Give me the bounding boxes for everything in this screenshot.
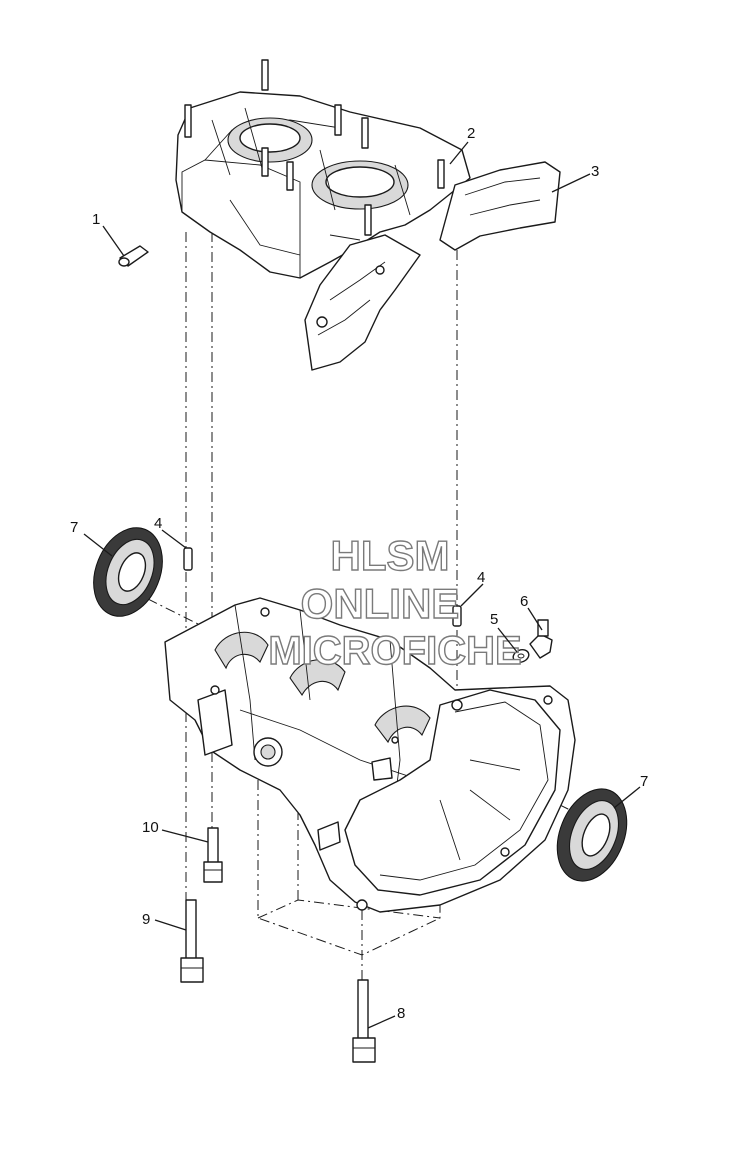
drain-plug-6 [529,619,553,659]
callout-5: 5 [490,611,498,628]
callout-7-right: 7 [640,773,648,790]
callout-6: 6 [520,593,528,610]
bolt-10 [203,827,223,883]
watermark-line-1: HLSM [331,532,450,579]
dowel-pin-4-left [183,547,193,571]
dowel-pin-4-right [452,605,462,627]
watermark-line-2: ONLINE [301,580,460,627]
dowel-pin-1 [118,245,149,267]
callout-10: 10 [142,819,159,836]
callout-3: 3 [591,163,599,180]
oil-seal-7-left [93,527,163,617]
washer-5 [512,649,530,663]
callout-4-left: 4 [154,515,162,532]
callout-9: 9 [142,911,150,928]
upper-crankcase [175,59,561,371]
callouts: 1 2 3 4 4 5 6 7 7 8 9 10 [70,125,648,1022]
oil-seal-7-right [556,788,628,882]
bolt-8 [352,979,376,1063]
callout-2: 2 [467,125,475,142]
callout-7-left: 7 [70,519,78,536]
callout-4-right: 4 [477,569,485,586]
watermark: HLSM ONLINE MICROFICHE [268,531,523,673]
bolt-9 [180,899,204,983]
callout-1: 1 [92,211,100,228]
watermark-line-3: MICROFICHE [268,629,521,673]
stud-group [184,59,445,236]
lower-crankcase [164,597,576,913]
callout-8: 8 [397,1005,405,1022]
leader-lines [83,141,641,1029]
